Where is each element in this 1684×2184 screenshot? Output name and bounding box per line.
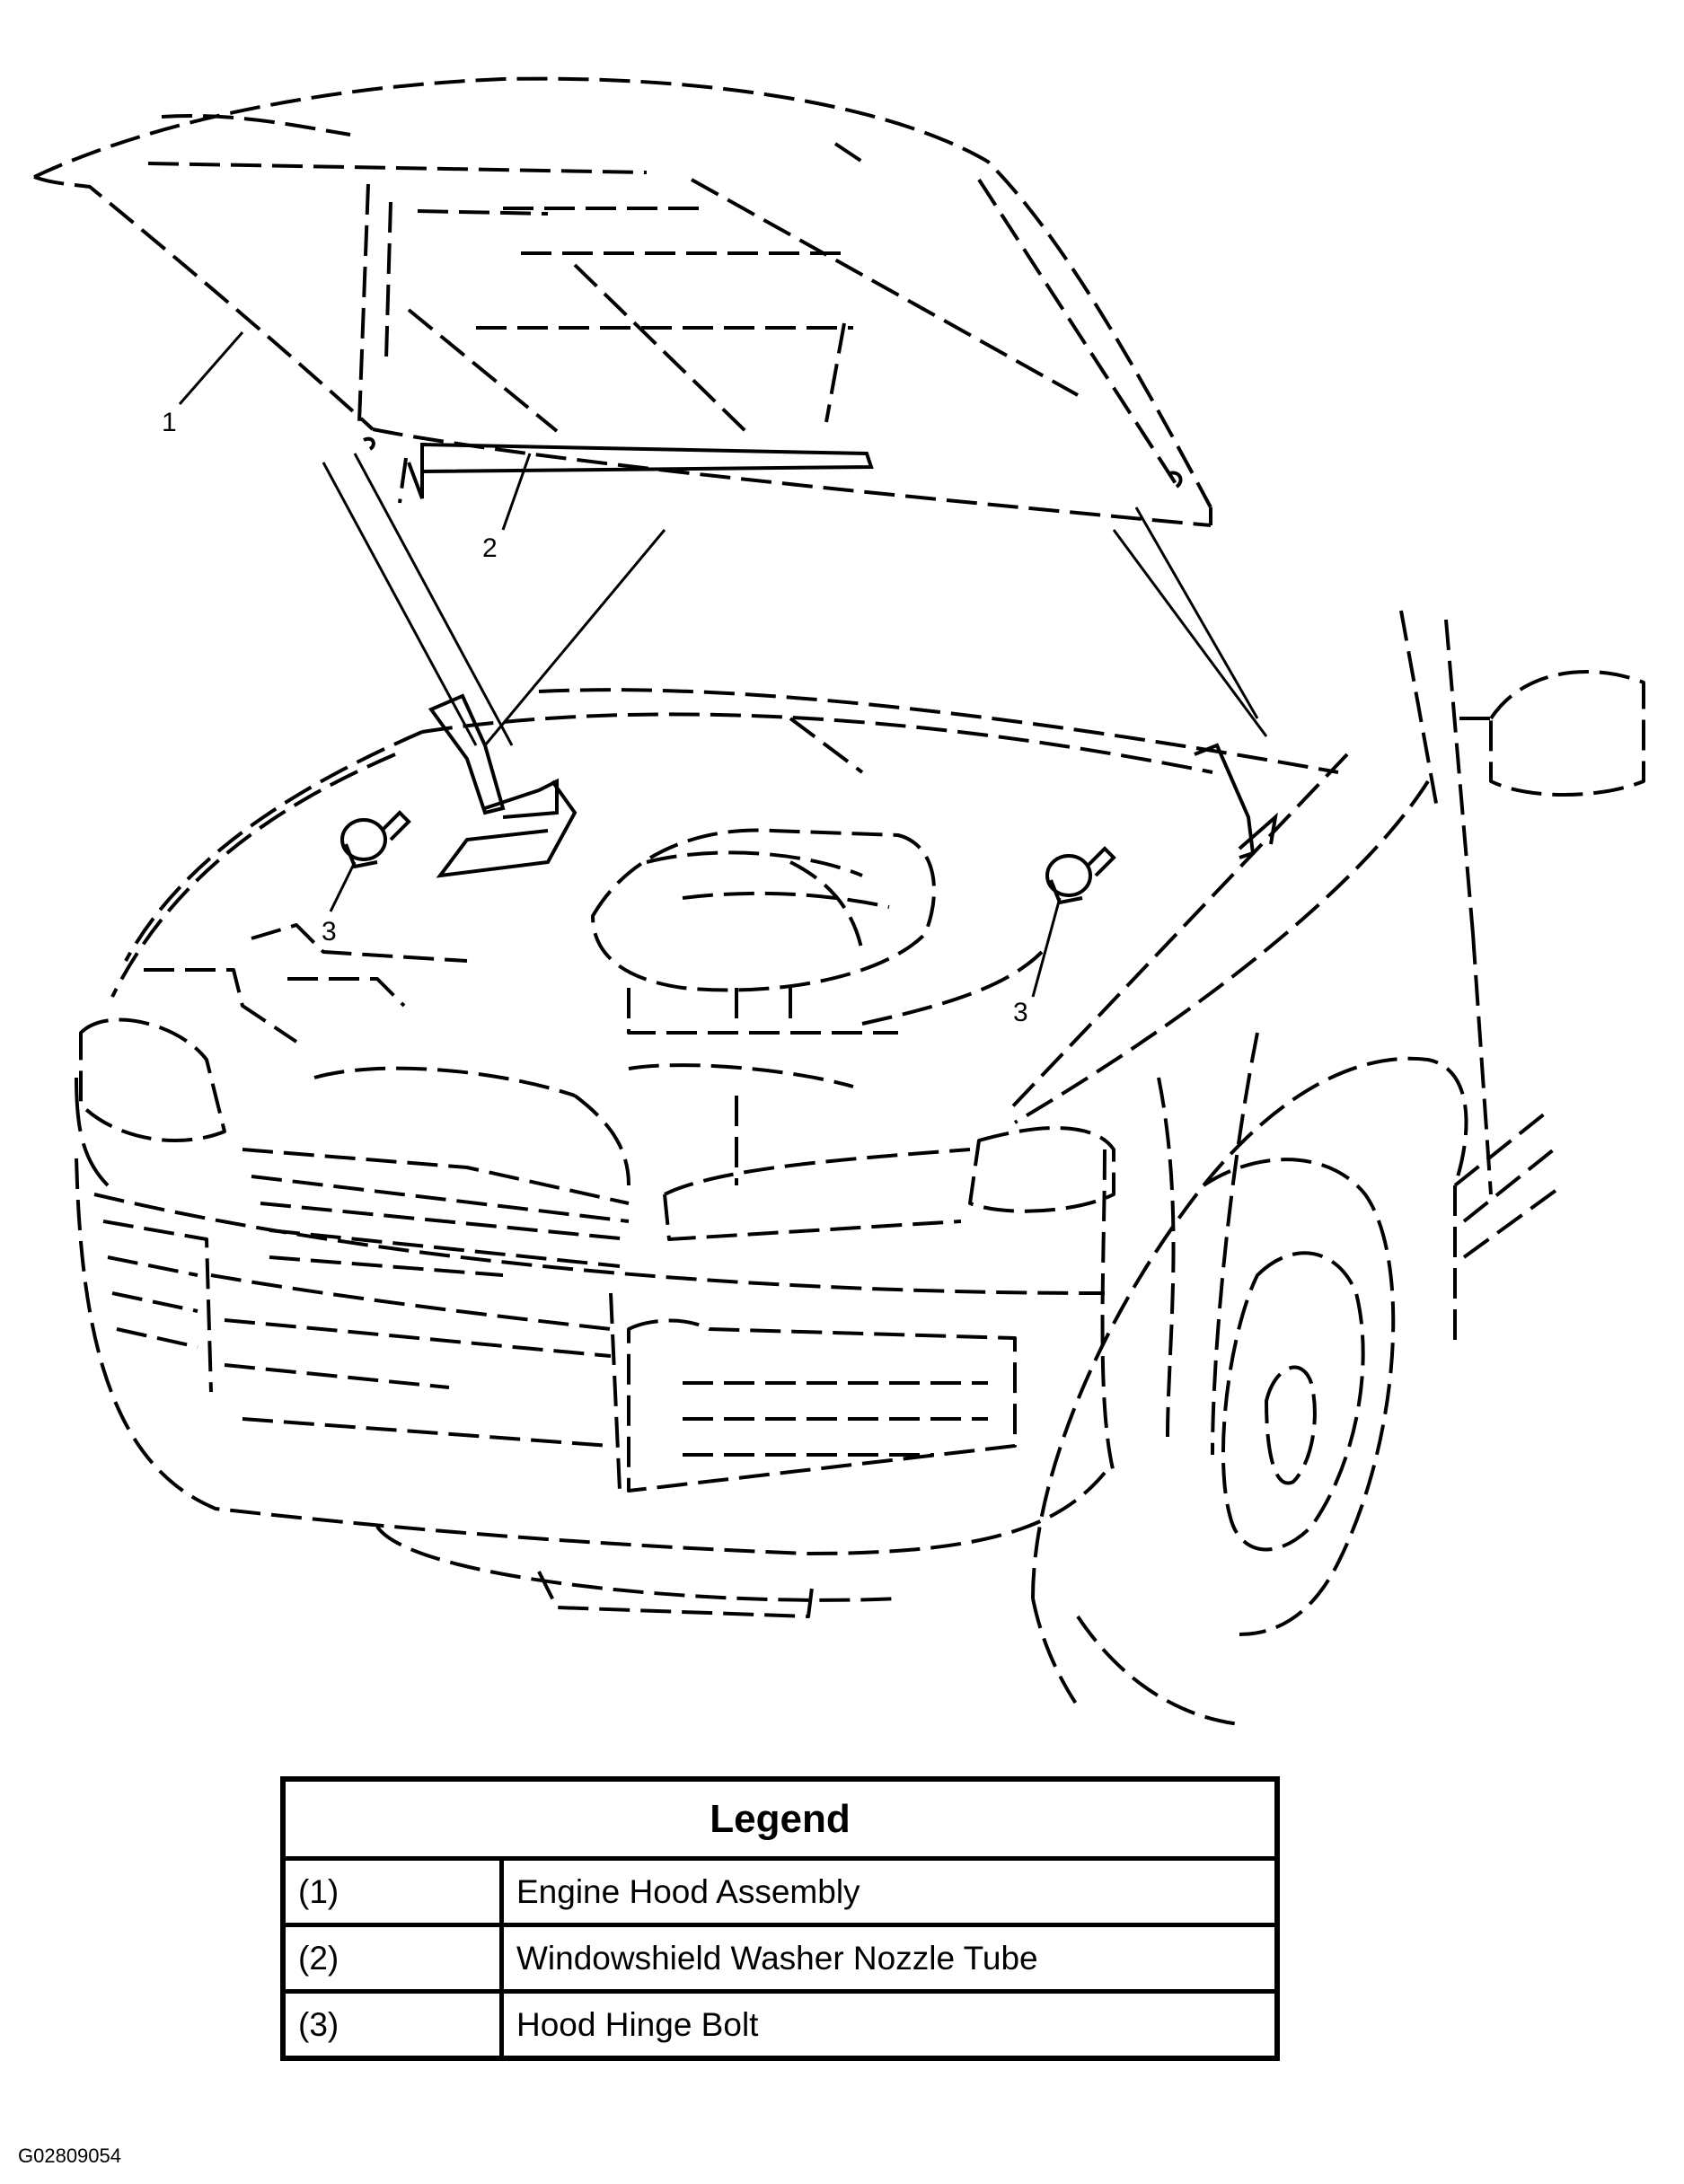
engine-hood-diagram: 1 2 3 3 [33, 76, 1645, 1726]
figure-id: G02809054 [18, 2144, 121, 2167]
legend-row: (2) Windowshield Washer Nozzle Tube [280, 1923, 1280, 1994]
legend-row-label: Engine Hood Assembly [499, 1856, 1280, 1927]
hood-hinges [428, 693, 1278, 878]
callout-3-right: 3 [1013, 998, 1028, 1027]
engine-hood-assembly [33, 76, 1212, 527]
legend-row-number: (3) [280, 1989, 504, 2061]
hood-hinge-bolt-left [340, 810, 411, 869]
callout-2: 2 [482, 533, 498, 563]
callout-leaders [178, 331, 1268, 998]
legend-row-label: Windowshield Washer Nozzle Tube [499, 1923, 1280, 1994]
legend-row-number: (2) [280, 1923, 504, 1994]
legend-row-number: (1) [280, 1856, 504, 1927]
legend-row: (3) Hood Hinge Bolt [280, 1989, 1280, 2061]
vehicle-body [75, 610, 1645, 1726]
legend-header-row: Legend [280, 1776, 1280, 1861]
callout-1: 1 [162, 408, 177, 437]
hood-hinge-bolt-right [1045, 846, 1116, 905]
legend-table: Legend (1) Engine Hood Assembly (2) Wind… [280, 1776, 1280, 2061]
legend-row: (1) Engine Hood Assembly [280, 1856, 1280, 1927]
legend-title: Legend [280, 1776, 1280, 1861]
callout-3-left: 3 [322, 917, 337, 947]
legend-row-label: Hood Hinge Bolt [499, 1989, 1280, 2061]
